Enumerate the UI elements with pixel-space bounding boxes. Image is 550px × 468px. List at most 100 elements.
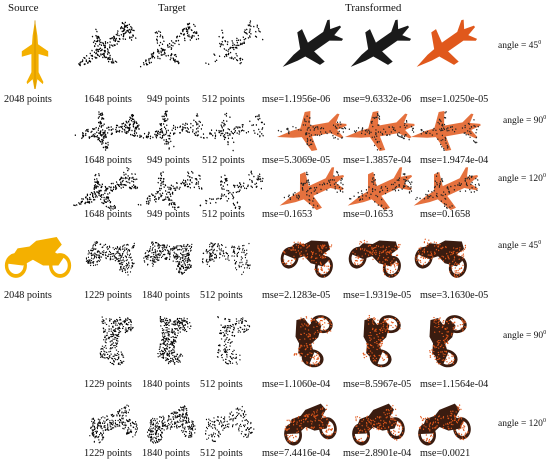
point	[97, 136, 99, 139]
point	[440, 143, 442, 146]
point	[367, 352, 370, 355]
point	[171, 426, 173, 428]
point	[256, 115, 258, 118]
point	[227, 128, 229, 130]
point	[306, 362, 308, 364]
point	[366, 249, 368, 252]
point	[394, 273, 396, 276]
point	[233, 48, 235, 51]
point	[458, 274, 461, 276]
point	[238, 247, 240, 249]
point	[219, 253, 221, 255]
point	[306, 244, 308, 246]
point	[325, 247, 327, 249]
point	[386, 268, 388, 270]
point	[99, 114, 102, 116]
point	[223, 55, 226, 58]
point	[156, 134, 159, 137]
point	[455, 128, 457, 130]
point	[82, 136, 84, 138]
point	[372, 323, 375, 325]
point	[109, 355, 111, 357]
point	[236, 132, 238, 134]
point	[380, 323, 382, 325]
point	[182, 320, 184, 322]
point	[319, 331, 322, 333]
point	[106, 147, 109, 149]
point	[153, 440, 155, 442]
point	[259, 117, 261, 120]
point	[231, 255, 233, 257]
point	[357, 263, 359, 265]
point	[437, 347, 440, 349]
point	[126, 26, 129, 29]
point	[376, 342, 378, 345]
point	[235, 353, 237, 355]
point	[318, 362, 321, 364]
point	[189, 186, 192, 189]
point	[139, 65, 142, 68]
point	[185, 122, 187, 125]
point	[132, 263, 134, 265]
point	[287, 127, 289, 130]
point	[209, 202, 212, 204]
point	[158, 197, 160, 199]
point	[289, 197, 291, 199]
point	[98, 260, 100, 263]
point	[461, 318, 463, 320]
point	[371, 120, 373, 123]
point	[143, 260, 145, 262]
point	[168, 328, 170, 330]
point	[336, 171, 339, 174]
point	[188, 436, 190, 438]
point	[158, 50, 160, 52]
point	[110, 330, 113, 332]
point	[98, 424, 100, 427]
point	[138, 124, 140, 127]
point	[113, 415, 115, 417]
point	[113, 355, 115, 357]
point	[148, 131, 150, 134]
point	[381, 342, 384, 345]
point	[186, 407, 188, 410]
point	[243, 38, 245, 41]
point	[355, 256, 357, 259]
point	[445, 320, 448, 322]
bike-body	[295, 317, 322, 365]
point	[96, 251, 98, 253]
point	[299, 253, 301, 255]
point	[142, 137, 145, 139]
point	[256, 26, 258, 28]
airplane-silhouette	[416, 19, 478, 67]
point	[434, 347, 436, 349]
point	[110, 426, 112, 428]
point	[474, 141, 477, 144]
point	[440, 139, 442, 142]
point	[105, 318, 107, 320]
point	[321, 323, 324, 326]
point	[135, 426, 137, 428]
point	[90, 262, 92, 264]
point	[368, 347, 370, 349]
point	[314, 268, 317, 271]
point	[473, 118, 475, 121]
point	[172, 423, 174, 426]
point	[149, 246, 152, 248]
point	[398, 322, 401, 324]
point	[367, 317, 369, 320]
point	[236, 252, 239, 255]
point	[101, 427, 103, 430]
point	[133, 121, 136, 124]
point	[93, 261, 95, 263]
point	[117, 425, 119, 427]
point	[164, 421, 166, 423]
point	[118, 259, 120, 262]
point	[183, 250, 185, 252]
point	[375, 251, 377, 254]
point	[121, 268, 123, 271]
point	[306, 129, 308, 131]
point	[181, 409, 183, 411]
point	[458, 263, 461, 265]
point	[174, 411, 176, 413]
point	[129, 320, 132, 322]
